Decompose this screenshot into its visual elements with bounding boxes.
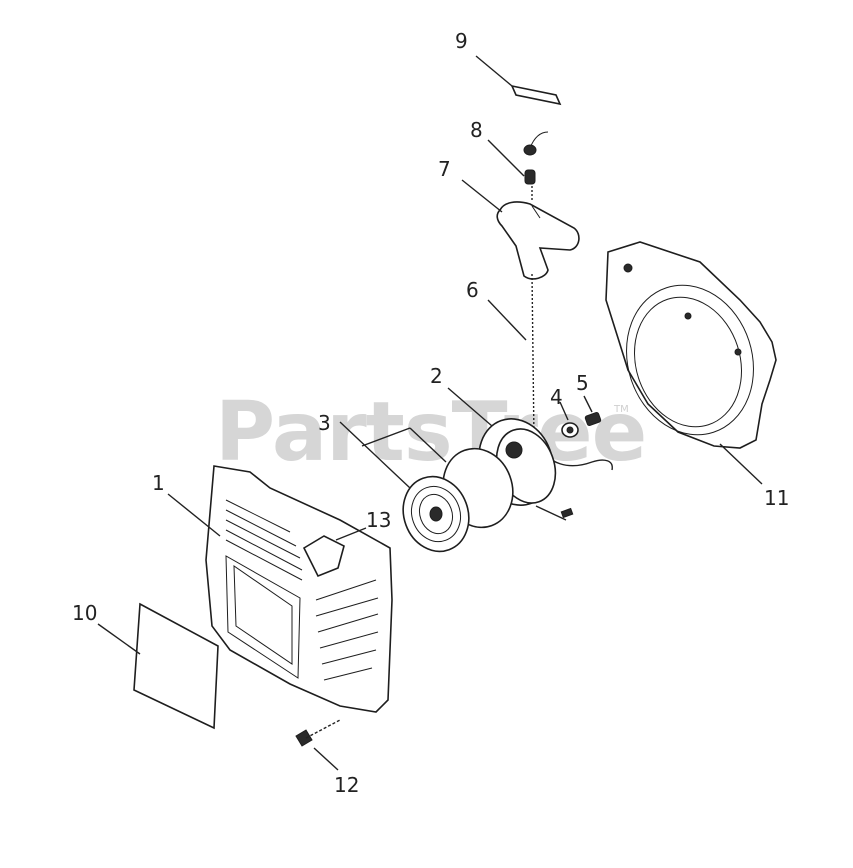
part-1-starter-cover (167, 465, 393, 713)
part-12-bolt (295, 719, 341, 771)
callout-6: 6 (466, 278, 479, 302)
part-8-rope-stopper (487, 131, 549, 185)
callout-9b: 9 (455, 29, 468, 53)
part-3-recoil-spring (339, 421, 514, 553)
callout-1: 1 (152, 471, 165, 495)
callout-7: 7 (438, 157, 451, 181)
callout-5: 5 (576, 371, 589, 395)
callout-11: 11 (764, 486, 789, 510)
callout-12: 12 (334, 773, 359, 797)
callout-8: 8 (470, 118, 483, 142)
part-10-decal (97, 602, 219, 730)
callout-13: 13 (366, 508, 391, 532)
callout-4: 4 (550, 385, 563, 409)
callout-2: 2 (430, 364, 443, 388)
part-5-screw (583, 395, 602, 427)
part-7-starter-handle (461, 179, 580, 280)
part-4-washer (559, 401, 579, 438)
part-9-grip-insert (475, 55, 562, 106)
callout-10: 10 (72, 601, 97, 625)
watermark-trademark: TM (613, 404, 629, 415)
part-11-fan-housing (605, 241, 777, 485)
callout-3: 3 (318, 411, 331, 435)
cover-vent-slots (225, 499, 379, 681)
